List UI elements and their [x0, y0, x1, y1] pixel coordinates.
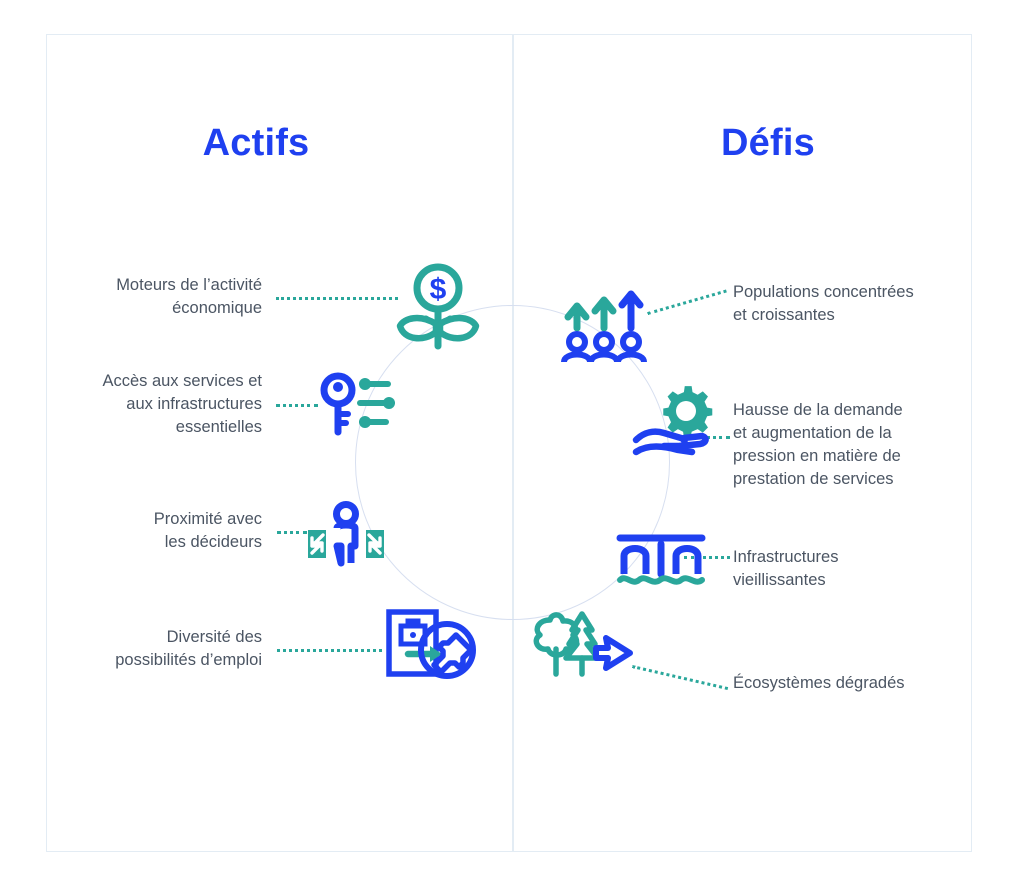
growing-population-icon — [560, 290, 652, 363]
label-right-2: Hausse de la demande et augmentation de … — [733, 401, 903, 488]
label-right-4: Écosystèmes dégradés — [733, 674, 905, 692]
label-right-1: Populations concentrées et croissantes — [733, 283, 914, 324]
person-proximity-icon — [306, 501, 386, 567]
center-ring — [355, 305, 670, 620]
connector-left-3 — [277, 531, 307, 537]
page-title-challenges: Défis — [721, 122, 815, 164]
connector-left-2 — [276, 404, 318, 410]
hand-gear-demand-icon — [632, 382, 722, 458]
label-left-4: Diversité des possibilités d’emploi — [115, 628, 262, 669]
aging-bridge-icon — [616, 528, 706, 590]
label-left-3: Proximité avec les décideurs — [153, 510, 262, 551]
key-access-icon — [318, 372, 396, 436]
money-plant-icon: $ — [396, 262, 480, 350]
connector-left-4 — [277, 649, 382, 655]
label-right-3: Infrastructures vieillissantes — [733, 548, 839, 589]
page-title-assets: Actifs — [202, 122, 310, 164]
label-left-1: Moteurs de l’activité économique — [116, 276, 262, 317]
degraded-ecosystem-icon — [528, 608, 634, 678]
job-tools-icon — [384, 608, 476, 682]
connector-right-2 — [700, 436, 730, 442]
connector-left-1 — [276, 297, 398, 303]
svg-text:$: $ — [430, 273, 447, 306]
label-left-2: Accès aux services et aux infrastructure… — [102, 372, 262, 436]
connector-right-3 — [684, 556, 730, 562]
